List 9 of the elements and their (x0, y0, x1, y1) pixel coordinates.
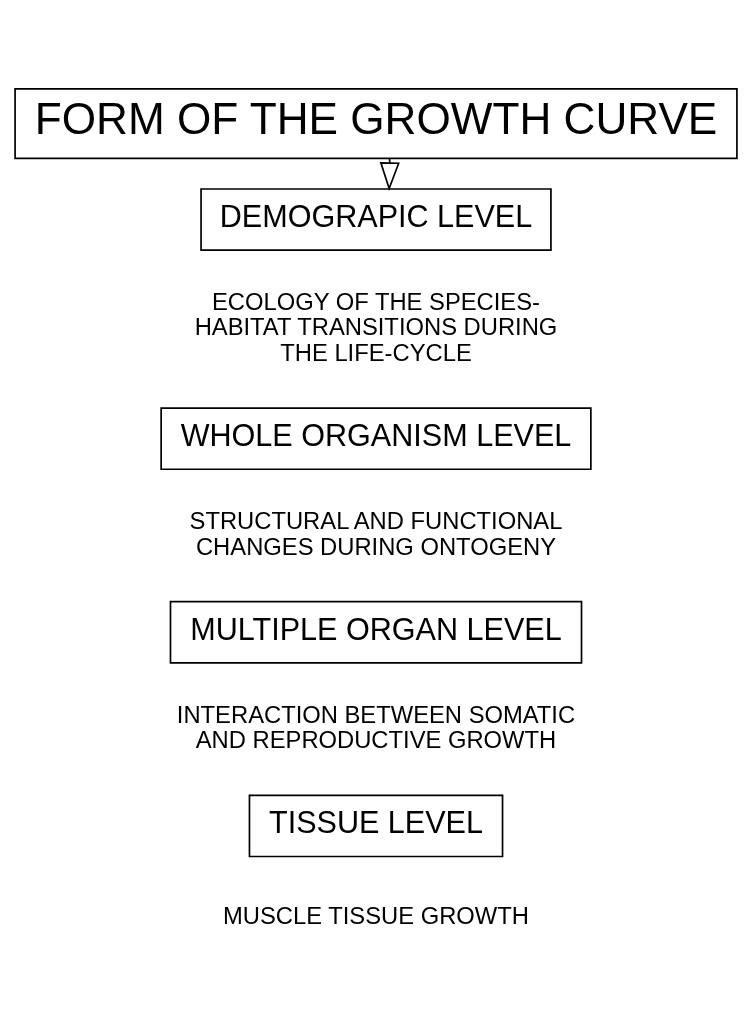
node-box: FORM OF THE GROWTH CURVE (14, 87, 738, 159)
node-label: STRUCTURAL AND FUNCTIONAL CHANGES DURING ONTOGENY (189, 506, 563, 560)
node-box: WHOLE ORGANISM LEVEL (160, 406, 592, 470)
node-label: MUSCLE TISSUE GROWTH (223, 901, 529, 929)
node-label: ECOLOGY OF THE SPECIES- HABITAT TRANSITIONS DURING THE LIFE-CYCLE (194, 287, 558, 366)
node-box: MULTIPLE ORGAN LEVEL (169, 600, 583, 664)
node-box: TISSUE LEVEL (248, 794, 504, 857)
node-box: DEMOGRAPIC LEVEL (200, 187, 552, 251)
node-label: INTERACTION BETWEEN SOMATIC AND REPRODUCTIVE GROWTH (176, 700, 576, 753)
